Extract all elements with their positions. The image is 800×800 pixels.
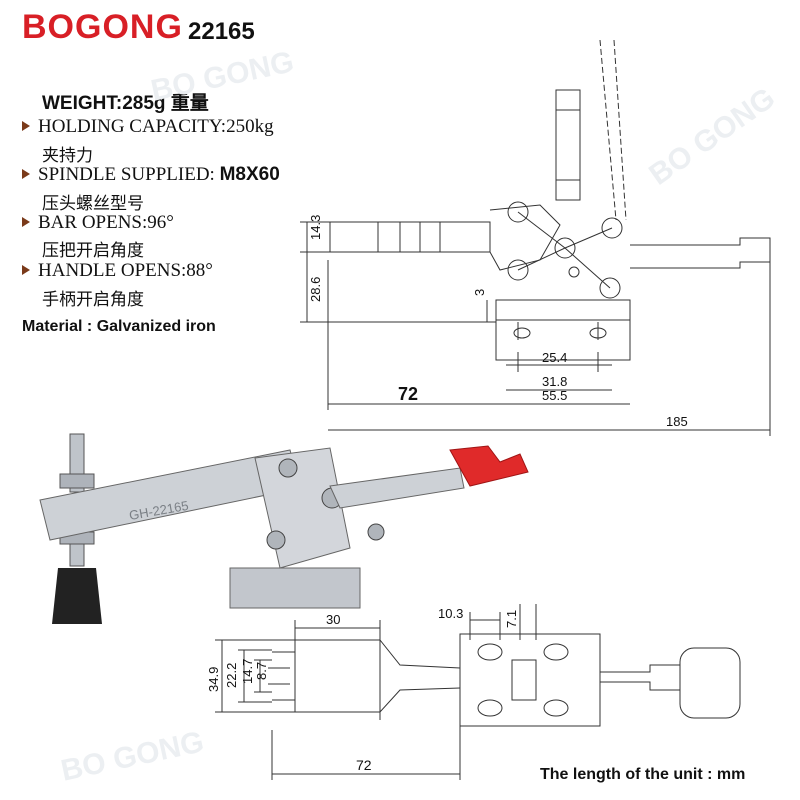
dim-31-8: 31.8 [542,374,567,389]
linkage-arms [517,211,613,289]
handle-opens-spec: HANDLE OPENS:88° [22,260,213,282]
bullet-icon [22,264,30,275]
dim-8-7: 8.7 [254,662,269,680]
handle-neck-top [600,664,681,691]
base-outline-top [459,633,601,727]
bar-opens-cn: 压把开启角度 [42,241,144,261]
dim-3: 3 [472,289,487,296]
pivot-center [554,237,576,259]
spindle-lower [69,543,85,567]
dim-72-top: 72 [356,757,372,773]
pivot-bottom-right [599,277,621,299]
rivet-1 [278,458,298,478]
d30-dim [294,620,381,640]
hole-br [543,699,569,717]
dim-34-9: 34.9 [206,667,221,692]
rivet-3 [266,530,286,550]
bar-opens-spec: BAR OPENS:96° [22,212,174,234]
spindle-cn: 压头螺丝型号 [42,194,144,214]
d72-top-dim [271,726,461,780]
d222-dim [238,649,272,703]
d185-dim-line [328,240,771,436]
dim-55-5: 55.5 [542,388,567,403]
pivot-small [568,266,580,278]
bar-opens-text: BAR OPENS:96° [38,212,174,233]
handle-opens-cn: 手柄开启角度 [42,290,144,310]
base-plate-photo [229,567,361,609]
model-number: 22165 [188,18,255,45]
red-grip [449,445,529,487]
open-bar-outline [599,39,627,221]
d147-dim [254,659,272,693]
d254-dim-line [506,352,612,372]
rivet-4 [367,523,385,541]
base-mount [495,320,631,361]
open-handle-outline [555,89,581,201]
mount-hole-left [513,327,531,339]
holding-capacity-cn: 夹持力 [42,146,93,166]
spindle-nut-top [59,473,95,489]
pivot-top-left [507,201,529,223]
pivot-bottom-left [507,259,529,281]
dim-28-6: 28.6 [308,277,323,302]
handle-opens-text: HANDLE OPENS:88° [38,260,213,281]
spindle-value: M8X60 [219,164,280,185]
product-photo: GH-22165 [39,433,529,624]
dim-72-side: 72 [398,384,418,404]
dim-22-2: 22.2 [224,663,239,688]
mount-hole-right [589,327,607,339]
material-spec: Material : Galvanized iron [22,318,216,335]
pivot-top-right [601,217,623,239]
bar-section-lines [329,222,441,252]
brand-logo: BOGONG [22,8,183,46]
dim-14-3: 14.3 [308,215,323,240]
slot-lines [272,651,295,701]
dim-10-3: 10.3 [438,606,463,621]
d71-dim [519,604,537,640]
d87-dim [268,667,290,685]
d103-dim [469,612,501,640]
weight-spec: WEIGHT:285g 重量 [42,93,209,114]
d72-dim-line [327,260,496,410]
handle-photo [329,467,465,509]
spindle-label: SPINDLE SUPPLIED: [38,164,220,185]
dim-14-7: 14.7 [240,659,255,684]
bar-outline-top [272,639,461,713]
open-handle-grip-lines [556,109,580,181]
holding-capacity-text: HOLDING CAPACITY:250kg [38,116,274,137]
d349-dim [215,639,272,713]
hole-tl [477,643,503,661]
bullet-icon [22,216,30,227]
rubber-tip [52,568,102,624]
bullet-icon [22,120,30,131]
arm-body [489,204,561,271]
dim-30: 30 [326,612,340,627]
dim-7-1: 7.1 [504,610,519,628]
linkage-top [511,659,537,701]
handle-grip-top [679,647,741,719]
dim-185: 185 [666,414,688,429]
bar-marks [294,630,381,720]
bullet-icon [22,168,30,179]
unit-note: The length of the unit : mm [540,766,746,783]
holding-capacity-spec: HOLDING CAPACITY:250kg [22,116,274,138]
hole-tr [543,643,569,661]
dim-25-4: 25.4 [542,350,567,365]
hole-bl [477,699,503,717]
spindle-spec: SPINDLE SUPPLIED: M8X60 [22,164,280,186]
height-ext-lines [300,221,496,323]
